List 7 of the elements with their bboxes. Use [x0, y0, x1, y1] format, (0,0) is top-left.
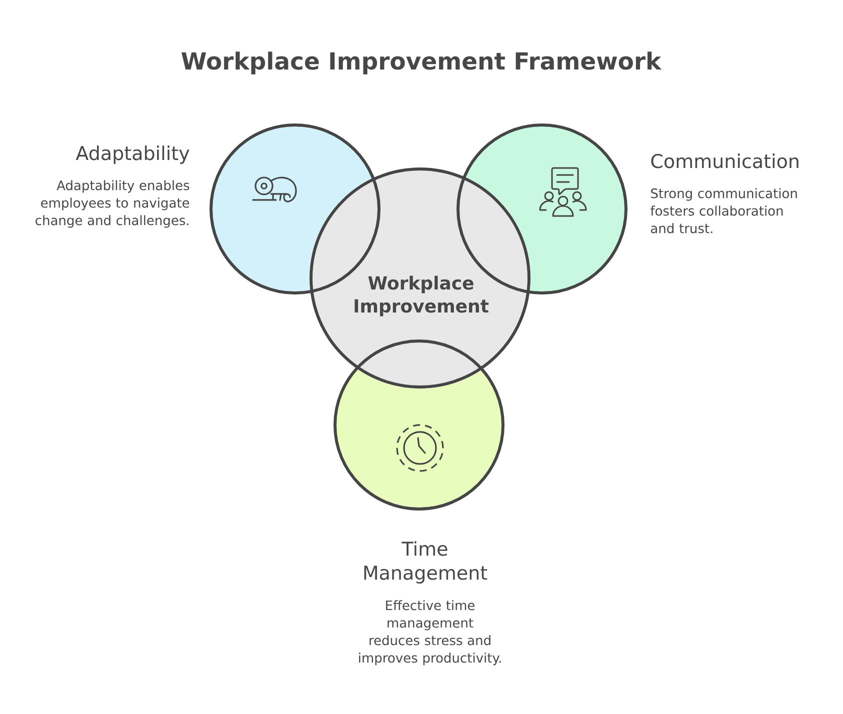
heading: Adaptability — [76, 146, 190, 164]
description: Strong communication fosters collaboration and trust. — [650, 188, 797, 234]
heading: Communication — [651, 154, 798, 168]
title: Workplace Improvement Framework — [182, 52, 662, 74]
description: Adaptability enables employees to navigate change and challenges. — [36, 180, 190, 228]
description: Effective time management reduces stress and improves productivity. — [359, 600, 501, 666]
heading: Time Management — [364, 541, 488, 584]
